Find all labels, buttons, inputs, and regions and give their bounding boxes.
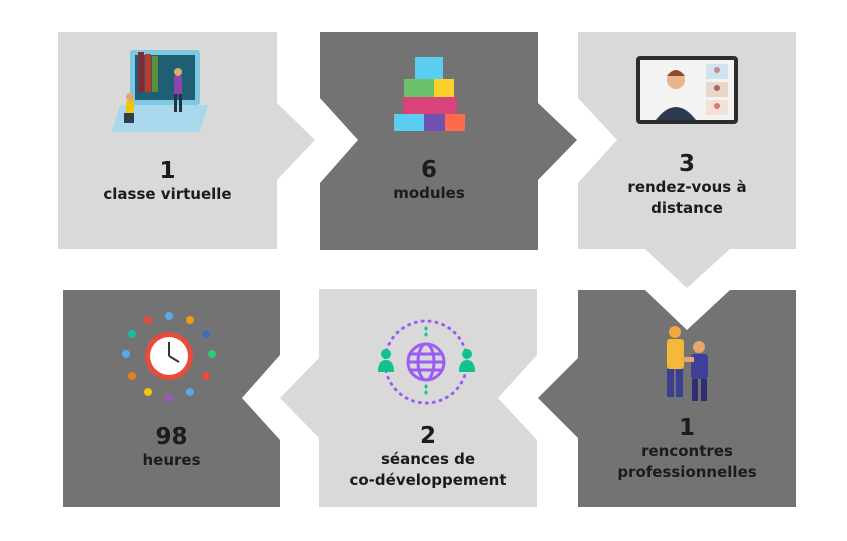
step-2-box <box>320 32 577 250</box>
video-call-icon <box>636 56 738 124</box>
step-4-text-line2: professionnelles <box>617 463 757 481</box>
step-6-text: heures <box>142 451 201 469</box>
clock-icon <box>122 312 216 402</box>
step-4-text-line1: rencontres <box>641 442 733 460</box>
step-5-label: 2 séances de co-développement <box>319 423 537 491</box>
building-blocks-icon <box>394 57 465 131</box>
step-1-label: 1 classe virtuelle <box>58 158 277 205</box>
step-3-text-line1: rendez-vous à <box>627 178 747 196</box>
laptop-classroom-icon <box>112 50 208 132</box>
step-5-number: 2 <box>419 423 436 449</box>
step-4-label: 1 rencontres professionnelles <box>578 415 796 483</box>
step-3-box <box>578 32 796 288</box>
step-1-box <box>58 32 315 249</box>
step-1-number: 1 <box>159 158 176 184</box>
handshake-icon <box>667 326 708 401</box>
step-2-text: modules <box>393 184 465 202</box>
step-5-text-line1: séances de <box>380 450 476 468</box>
global-network-icon <box>378 319 475 405</box>
step-3-number: 3 <box>678 151 695 177</box>
step-3-label: 3 rendez-vous à distance <box>578 151 796 219</box>
step-6-label: 98 heures <box>63 424 280 471</box>
step-4-number: 1 <box>678 415 695 441</box>
step-6-number: 98 <box>155 424 188 450</box>
step-3-text-line2: distance <box>651 199 723 217</box>
step-1-text: classe virtuelle <box>103 185 232 203</box>
step-2-label: 6 modules <box>320 157 538 204</box>
step-5-text-line2: co-développement <box>349 471 507 489</box>
step-2-number: 6 <box>420 157 437 183</box>
step-4-box <box>538 290 796 507</box>
